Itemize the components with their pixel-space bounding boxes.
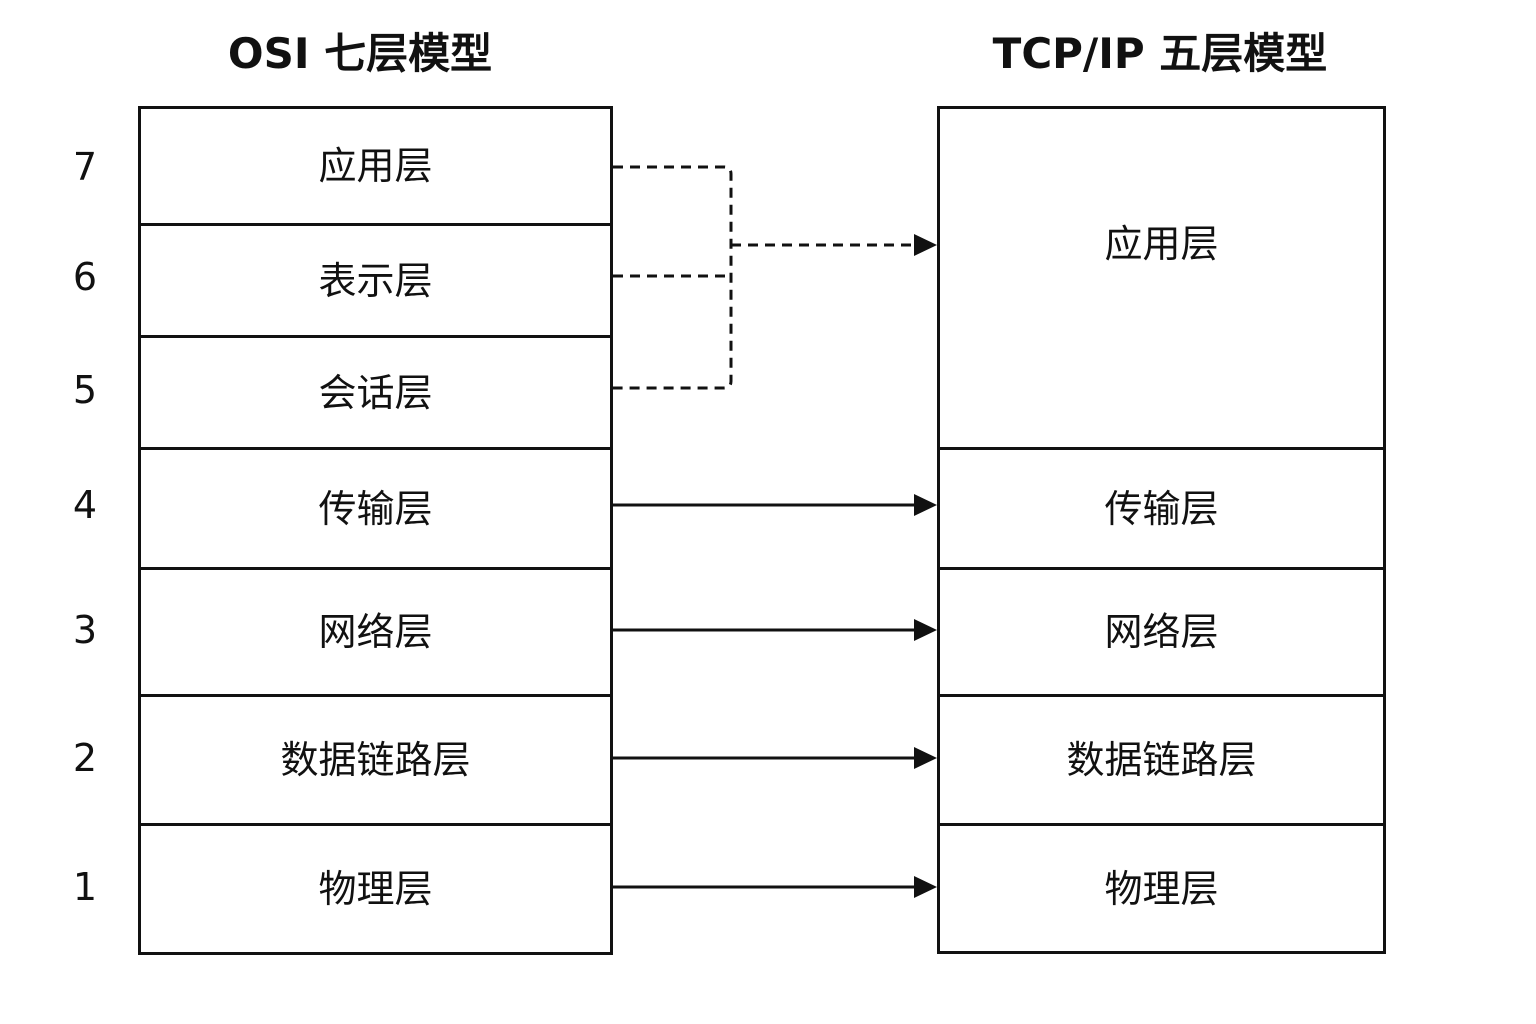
arrowhead-icon (914, 876, 937, 898)
osi-layer-stack: 应用层 表示层 会话层 传输层 网络层 数据链路层 物理层 (138, 106, 613, 955)
tcpip-layer-stack: 应用层 传输层 网络层 数据链路层 物理层 (937, 106, 1386, 954)
tcpip-layer-label: 应用层 (1104, 222, 1219, 266)
arrowhead-icon (914, 619, 937, 641)
osi-layer: 会话层 (141, 335, 610, 447)
tcpip-layer: 应用层 (940, 109, 1383, 447)
tcpip-layer: 传输层 (940, 447, 1383, 567)
osi-layer-label: 数据链路层 (280, 738, 471, 782)
osi-layer-label: 表示层 (318, 258, 433, 303)
osi-layer-label: 应用层 (318, 144, 433, 188)
tcpip-layer-label: 传输层 (1104, 486, 1219, 531)
osi-layer-number: 4 (72, 483, 98, 527)
osi-layer-label: 会话层 (318, 370, 433, 415)
osi-layer-label: 物理层 (318, 867, 433, 911)
osi-layer: 应用层 (141, 109, 610, 223)
tcpip-model-title: TCP/IP 五层模型 (992, 29, 1328, 78)
osi-layer-label: 网络层 (318, 610, 433, 654)
osi-layer-number: 2 (72, 736, 98, 780)
tcpip-layer-label: 物理层 (1104, 866, 1219, 911)
osi-layer-number: 1 (72, 865, 98, 909)
arrowhead-icon (914, 747, 937, 769)
tcpip-layer: 物理层 (940, 823, 1383, 951)
tcpip-layer: 网络层 (940, 567, 1383, 694)
osi-layer-number: 7 (72, 145, 98, 189)
arrowhead-icon (914, 494, 937, 516)
tcpip-layer-label: 数据链路层 (1066, 738, 1257, 782)
osi-layer-number: 5 (72, 368, 98, 412)
osi-layer-number: 6 (72, 255, 98, 299)
osi-layer: 物理层 (141, 823, 610, 952)
osi-layer: 表示层 (141, 223, 610, 335)
arrowhead-icon (914, 234, 937, 256)
osi-layer: 传输层 (141, 447, 610, 567)
osi-layer-number: 3 (72, 608, 98, 652)
tcpip-layer: 数据链路层 (940, 694, 1383, 823)
osi-layer: 数据链路层 (141, 694, 610, 823)
osi-layer-label: 传输层 (318, 486, 433, 531)
dashed-bracket (613, 165, 733, 390)
osi-layer: 网络层 (141, 567, 610, 694)
osi-model-title: OSI 七层模型 (227, 29, 493, 78)
tcpip-layer-label: 网络层 (1104, 610, 1219, 654)
